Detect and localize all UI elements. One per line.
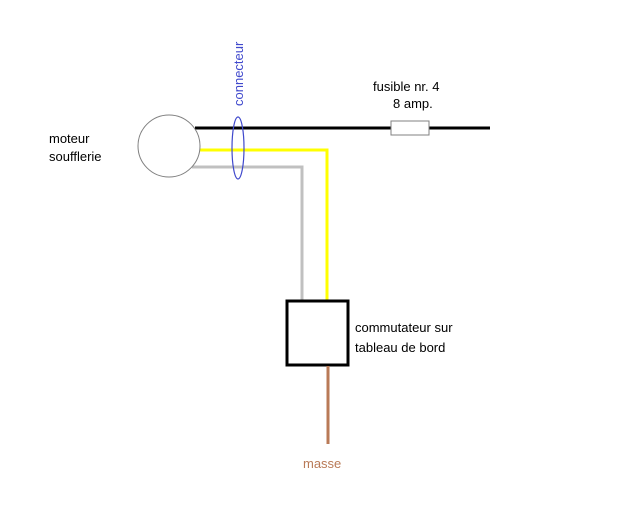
- fuse-label-line2: 8 amp.: [393, 96, 433, 111]
- ground-label: masse: [303, 456, 341, 471]
- connector-symbol: [231, 116, 245, 180]
- gray-wire: [192, 165, 304, 300]
- fuse-label-line1: fusible nr. 4: [373, 79, 440, 94]
- motor-label-line2: soufflerie: [49, 149, 102, 164]
- switch-label-line2: tableau de bord: [355, 340, 445, 355]
- yellow-wire: [200, 148, 329, 300]
- motor-symbol: [137, 114, 201, 178]
- connector-label: connecteur: [231, 41, 246, 106]
- switch-box: [285, 299, 350, 367]
- motor-label-line1: moteur: [49, 131, 90, 146]
- fuse-symbol: [390, 120, 430, 136]
- switch-label-line1: commutateur sur: [355, 320, 453, 335]
